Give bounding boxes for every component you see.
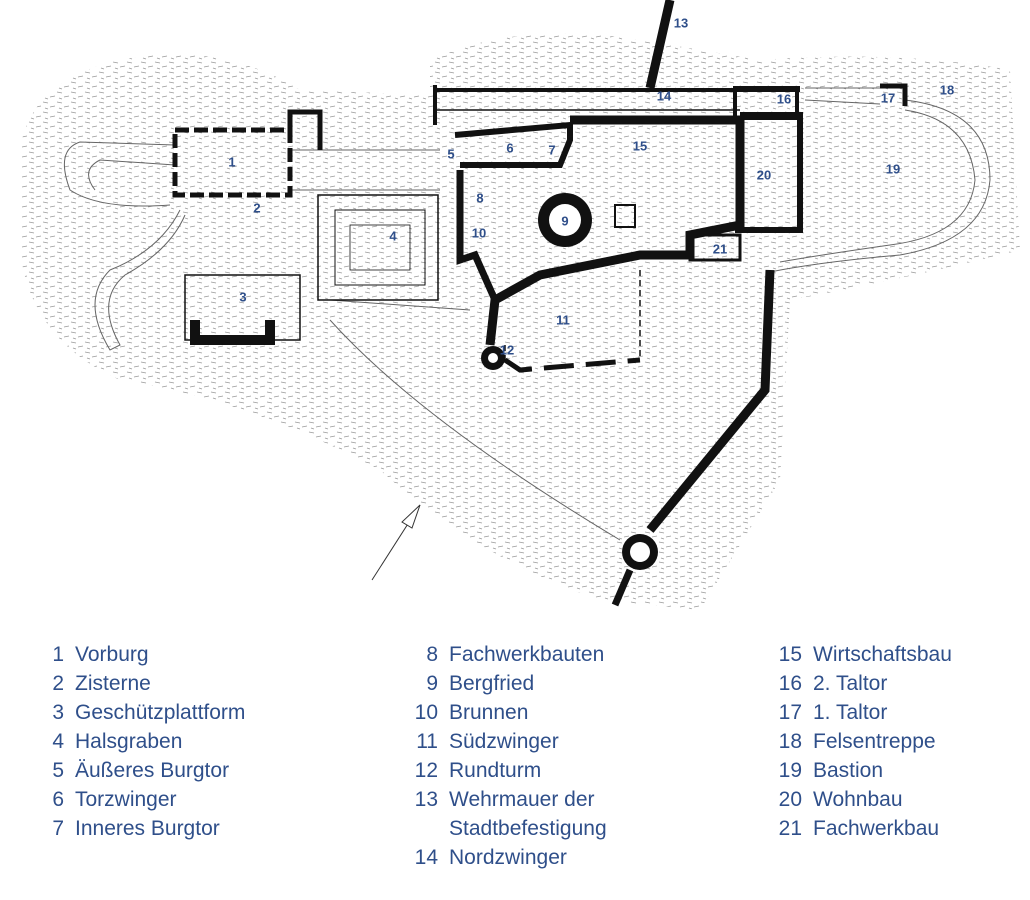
legend-number: 2	[52, 672, 64, 695]
legend-label: Nordzwinger	[449, 846, 567, 869]
map-label-6: 6	[506, 140, 513, 155]
legend-number: 1	[52, 643, 64, 666]
legend-label: Bergfried	[449, 672, 535, 695]
legend-label: Halsgraben	[75, 730, 183, 753]
legend-label: Rundturm	[449, 759, 542, 782]
map-label-15: 15	[633, 138, 647, 153]
legend-item: 18 Felsentreppe	[770, 727, 952, 756]
legend-number: 20	[778, 788, 802, 811]
map-label-2: 2	[253, 200, 260, 215]
legend-number: 7	[52, 817, 64, 840]
legend-number: 10	[414, 701, 438, 724]
legend-label: Inneres Burgtor	[75, 817, 220, 840]
legend-item: 4 Halsgraben	[40, 727, 245, 756]
legend-item: 20 Wohnbau	[770, 785, 952, 814]
legend-label: Zisterne	[75, 672, 151, 695]
legend-item: 12 Rundturm	[402, 756, 607, 785]
legend-number: 5	[52, 759, 64, 782]
legend-number: 3	[52, 701, 64, 724]
legend-item: 17 1. Taltor	[770, 698, 952, 727]
legend-item: 15 Wirtschaftsbau	[770, 640, 952, 669]
legend-number: 12	[414, 759, 438, 782]
legend-label: Torzwinger	[75, 788, 177, 811]
legend-item: 5 Äußeres Burgtor	[40, 756, 245, 785]
legend-label: Wirtschaftsbau	[813, 643, 952, 666]
legend-number: 4	[52, 730, 64, 753]
legend-item: 8 Fachwerkbauten	[402, 640, 607, 669]
bergfried	[538, 193, 636, 247]
legend-label: Vorburg	[75, 643, 149, 666]
legend-label: Südzwinger	[449, 730, 559, 753]
legend-number: 6	[52, 788, 64, 811]
map-label-11: 11	[556, 312, 570, 327]
map-label-17: 17	[881, 90, 895, 105]
legend-column-2: 8 Fachwerkbauten 9 Bergfried 10 Brunnen 11 Südz…	[402, 640, 607, 872]
legend-item: 14 Nordzwinger	[402, 843, 607, 872]
map-label-14: 14	[657, 88, 672, 103]
map-label-3: 3	[239, 289, 246, 304]
map-label-13: 13	[674, 15, 688, 30]
legend-label: Brunnen	[449, 701, 529, 724]
legend-number: 18	[778, 730, 802, 753]
legend-number: 17	[778, 701, 802, 724]
map-label-21: 21	[713, 241, 727, 256]
legend-number: 13	[414, 788, 438, 811]
legend-number: 19	[778, 759, 802, 782]
map-label-8: 8	[476, 190, 483, 205]
legend-label: Wehrmauer der	[449, 788, 595, 811]
map-label-1: 1	[228, 154, 235, 169]
legend-item: 16 2. Taltor	[770, 669, 952, 698]
legend-number: 11	[416, 730, 438, 753]
legend-number: 15	[778, 643, 802, 666]
map-label-5: 5	[447, 146, 454, 161]
legend-item: 1 Vorburg	[40, 640, 245, 669]
legend-number: 21	[778, 817, 802, 840]
legend-item: 10 Brunnen	[402, 698, 607, 727]
map-label-10: 10	[472, 225, 486, 240]
legend-label: 1. Taltor	[813, 701, 888, 724]
legend-label: Felsentreppe	[813, 730, 936, 753]
walls	[172, 0, 908, 607]
map-label-16: 16	[777, 91, 791, 106]
legend-item: 3 Geschützplattform	[40, 698, 245, 727]
legend-label: Äußeres Burgtor	[75, 759, 230, 782]
terrain-hatching	[20, 33, 1020, 611]
map-label-12: 12	[500, 342, 514, 357]
map-label-19: 19	[886, 161, 900, 176]
legend-item: 9 Bergfried	[402, 669, 607, 698]
paths	[63, 87, 991, 541]
legend-number: 9	[426, 672, 438, 695]
map-label-20: 20	[757, 167, 771, 182]
legend-label: Fachwerkbau	[813, 817, 940, 840]
legend-item: 13 Wehrmauer der	[402, 785, 607, 814]
legend-item: 11 Südzwinger	[402, 727, 607, 756]
map-labels: 1 2 3 4 5 6 7 8 9 10 11 12 13 14 15 16 1…	[228, 15, 954, 357]
north-arrow	[371, 504, 421, 581]
map-label-18: 18	[940, 82, 954, 97]
legend-item: 21 Fachwerkbau	[770, 814, 952, 843]
legend-number: 8	[426, 643, 438, 666]
legend-item: 2 Zisterne	[40, 669, 245, 698]
legend-label: Bastion	[813, 759, 884, 782]
legend-column-3: 15 Wirtschaftsbau 16 2. Taltor 17 1. Taltor 18…	[770, 640, 952, 843]
legend-label: Fachwerkbauten	[449, 643, 605, 666]
map-label-9: 9	[561, 213, 568, 228]
legend-number: 14	[414, 846, 438, 869]
legend-label: 2. Taltor	[813, 672, 888, 695]
castle-plan: 1 2 3 4 5 6 7 8 9 10 11 12 13 14 15 16 1…	[20, 0, 1020, 611]
legend-label: Stadtbefestigung	[449, 817, 607, 840]
round-towers	[481, 346, 658, 570]
legend-label: Geschützplattform	[75, 701, 246, 724]
legend-number: 16	[778, 672, 802, 695]
legend-item: 7 Inneres Burgtor	[40, 814, 245, 843]
legend-label: Wohnbau	[813, 788, 903, 811]
legend-item: 19 Bastion	[770, 756, 952, 785]
map-label-7: 7	[548, 142, 555, 157]
legend-item: Stadtbefestigung	[402, 814, 607, 843]
legend-column-1: 1 Vorburg 2 Zisterne 3 Geschützplattform 4 Hals…	[40, 640, 245, 843]
legend-number	[402, 814, 438, 843]
map-label-4: 4	[389, 228, 397, 243]
legend-item: 6 Torzwinger	[40, 785, 245, 814]
